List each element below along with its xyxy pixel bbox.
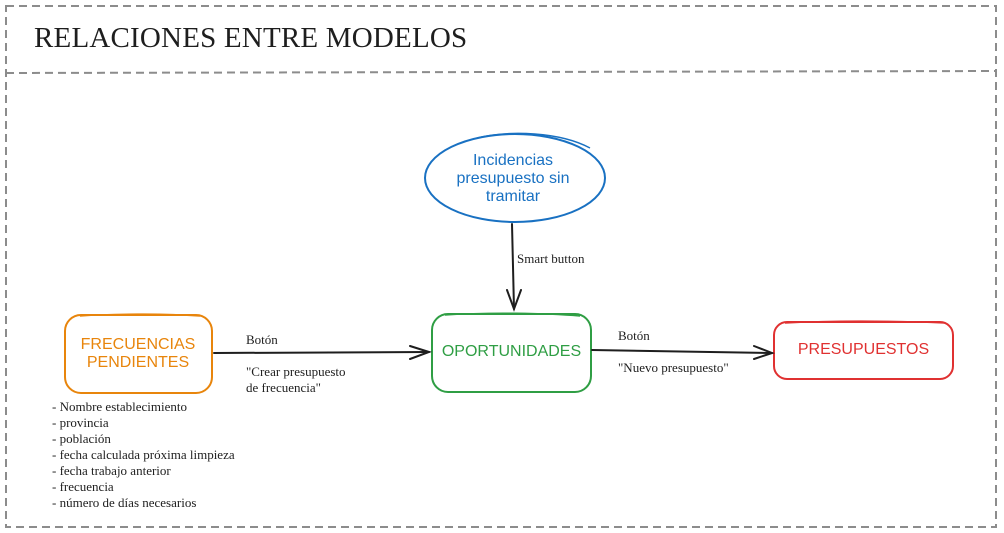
field-item: - provincia <box>52 415 109 430</box>
edge-label-crear-presupuesto: "Crear presupuesto de frecuencia" <box>246 364 346 395</box>
field-item: - frecuencia <box>52 479 114 494</box>
oportunidades-node-label[interactable]: OPORTUNIDADES <box>441 343 582 360</box>
outer-frame <box>5 5 997 528</box>
incidencias-node-shape[interactable] <box>424 132 606 223</box>
frecuencias-node-shape[interactable] <box>64 313 213 394</box>
field-item: - fecha trabajo anterior <box>52 463 171 478</box>
edge-label-frecuencias-boton: Botón <box>246 332 278 347</box>
page-title: RELACIONES ENTRE MODELOS <box>34 22 468 54</box>
arrow-oportunidades-to-presupuestos <box>591 345 775 360</box>
presupuestos-node-shape[interactable] <box>773 320 954 380</box>
field-item: - número de días necesarios <box>52 495 197 510</box>
presupuestos-node-label[interactable]: PRESUPUESTOS <box>797 341 930 358</box>
field-item: - población <box>52 431 111 446</box>
oportunidades-node-shape[interactable] <box>431 312 592 393</box>
frecuencias-fields-list: - Nombre establecimiento - provincia - p… <box>52 399 235 511</box>
edge-label-smart-button: Smart button <box>517 251 585 266</box>
arrow-incidencias-to-oportunidades <box>506 223 522 312</box>
edge-label-oportunidades-boton: Botón <box>618 328 650 343</box>
edge-label-nuevo-presupuesto: "Nuevo presupuesto" <box>618 360 729 375</box>
field-item: - fecha calculada próxima limpieza <box>52 447 235 462</box>
incidencias-node-label[interactable]: Incidencias presupuesto sin tramitar <box>456 152 570 205</box>
title-divider <box>5 70 997 74</box>
arrow-frecuencias-to-oportunidades <box>213 345 433 360</box>
field-item: - Nombre establecimiento <box>52 399 188 414</box>
frecuencias-node-label[interactable]: FRECUENCIAS PENDIENTES <box>80 336 196 371</box>
